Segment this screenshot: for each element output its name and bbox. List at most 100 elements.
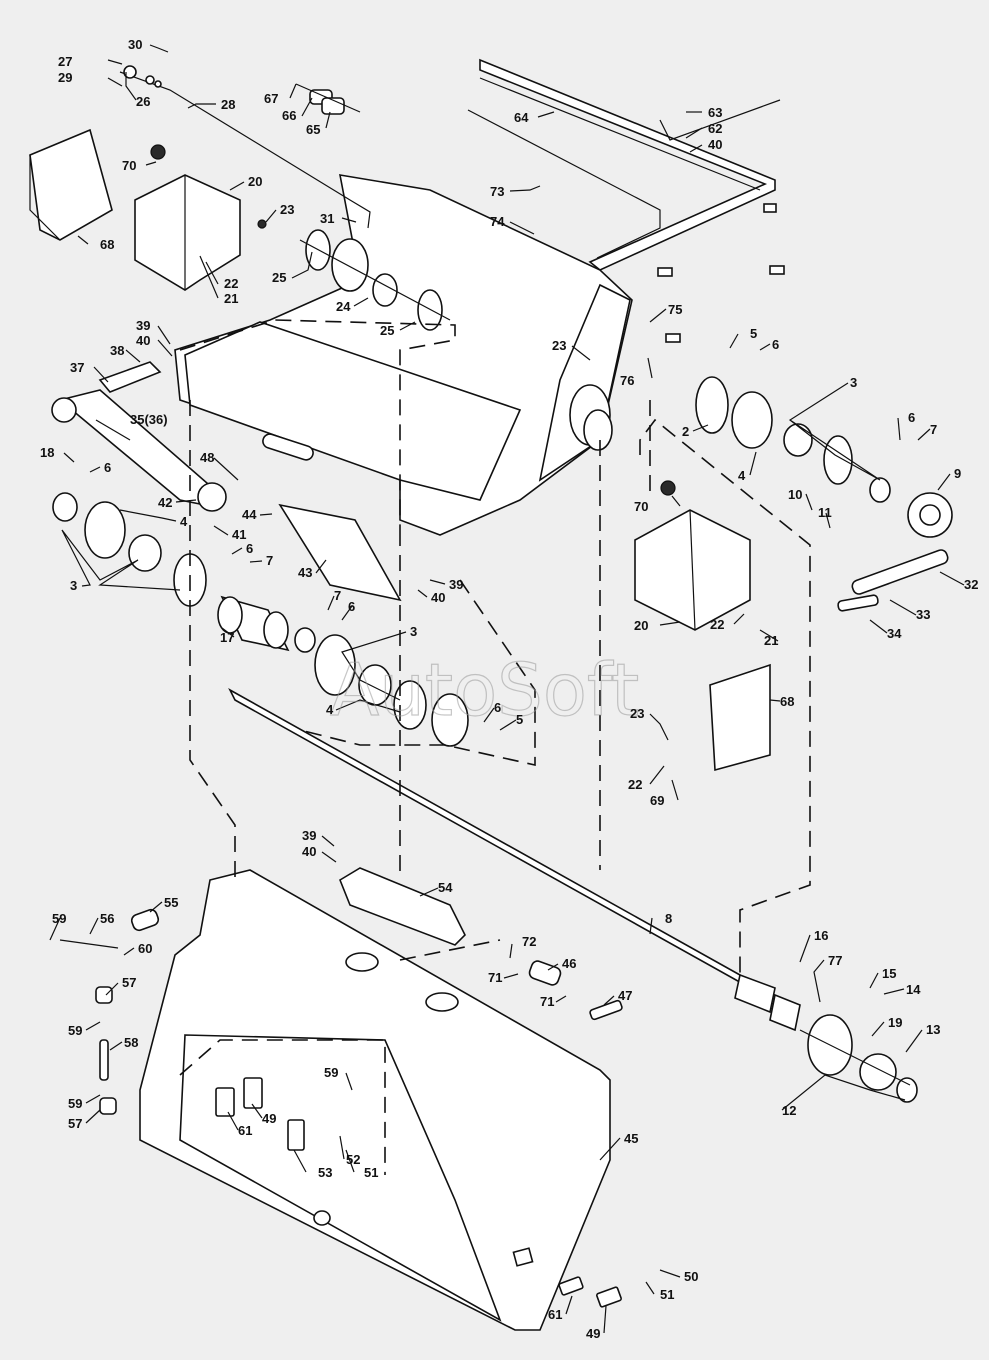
callout-label: 50 [684, 1269, 698, 1284]
callout-label: 16 [814, 928, 828, 943]
callout-label: 65 [306, 122, 320, 137]
bracket-54 [339, 867, 466, 946]
lower-housing [139, 869, 611, 1331]
hub-assembly-lower [799, 1014, 918, 1103]
callout-label: 61 [548, 1307, 562, 1322]
callout-label: 3 [70, 578, 77, 593]
callout-label: 74 [490, 214, 505, 229]
callout-label: 76 [620, 373, 634, 388]
callout-label: 4 [326, 702, 334, 717]
callout-label: 61 [238, 1123, 252, 1138]
callout-label: 13 [926, 1022, 940, 1037]
callout-label: 22 [710, 617, 724, 632]
callout-label: 60 [138, 941, 152, 956]
callout-label: 31 [320, 211, 334, 226]
callout-label: 52 [346, 1152, 360, 1167]
callout-label: 30 [128, 37, 142, 52]
callout-label: 57 [122, 975, 136, 990]
chain-32 [837, 549, 949, 612]
callout-label: 14 [906, 982, 921, 997]
callout-label: 32 [964, 577, 978, 592]
callout-label: 41 [232, 527, 246, 542]
callout-label: 70 [634, 499, 648, 514]
callout-label: 3 [850, 375, 857, 390]
callout-label: 26 [136, 94, 150, 109]
callout-label: 7 [266, 553, 273, 568]
guard-20-right [634, 480, 751, 631]
callout-label: 40 [431, 590, 445, 605]
callout-label: 6 [104, 460, 111, 475]
callout-label: 46 [562, 956, 576, 971]
callout-label: 39 [136, 318, 150, 333]
callout-label: 59 [52, 911, 66, 926]
callout-label: 25 [380, 323, 394, 338]
callout-label: 49 [262, 1111, 276, 1126]
callout-label: 22 [628, 777, 642, 792]
callout-label: 28 [221, 97, 235, 112]
callout-label: 25 [272, 270, 286, 285]
callout-label: 6 [908, 410, 915, 425]
callout-label: 22 [224, 276, 238, 291]
callout-label: 6 [348, 599, 355, 614]
callout-label: 40 [302, 844, 316, 859]
callout-label: 59 [68, 1023, 82, 1038]
callout-label: 51 [364, 1165, 378, 1180]
callout-label: 43 [298, 565, 312, 580]
callout-label: 9 [954, 466, 961, 481]
callout-label: 56 [100, 911, 114, 926]
callout-label: 68 [100, 237, 114, 252]
bearing-assembly-upper [299, 229, 451, 331]
callout-label: 71 [488, 970, 502, 985]
callout-label: 45 [624, 1131, 638, 1146]
watermark-text: AutoSoft [330, 648, 639, 732]
callout-label: 40 [708, 137, 722, 152]
callout-label: 59 [324, 1065, 338, 1080]
callout-labels: 30 27 29 26 28 67 66 65 64 63 62 40 70 2… [40, 37, 978, 1341]
callout-label: 6 [772, 337, 779, 352]
callout-label: 57 [68, 1116, 82, 1131]
callout-label: 75 [668, 302, 682, 317]
callout-label: 69 [650, 793, 664, 808]
upper-housing [174, 174, 633, 536]
callout-label: 35(36) [130, 412, 168, 427]
callout-label: 23 [280, 202, 294, 217]
callout-label: 77 [828, 953, 842, 968]
callout-label: 5 [516, 712, 523, 727]
cover-68-upper [29, 128, 113, 241]
clamp-assembly [295, 83, 361, 115]
callout-label: 64 [514, 110, 529, 125]
callout-label: 21 [224, 291, 238, 306]
callout-label: 63 [708, 105, 722, 120]
callout-label: 68 [780, 694, 794, 709]
callout-label: 39 [302, 828, 316, 843]
callout-label: 7 [334, 588, 341, 603]
callout-label: 8 [665, 911, 672, 926]
callout-label: 7 [930, 422, 937, 437]
roller-17 [217, 595, 290, 652]
callout-label: 11 [818, 505, 832, 520]
callout-label: 42 [158, 495, 172, 510]
callout-label: 37 [70, 360, 84, 375]
linkage-rod [119, 65, 371, 229]
callout-label: 12 [782, 1103, 796, 1118]
callout-label: 21 [764, 633, 778, 648]
cover-68-right [709, 663, 771, 772]
callout-label: 10 [788, 487, 802, 502]
callout-label: 20 [248, 174, 262, 189]
guard-20-upper [134, 144, 267, 291]
callout-label: 70 [122, 158, 136, 173]
callout-label: 40 [136, 333, 150, 348]
callout-label: 39 [449, 577, 463, 592]
callout-label: 48 [200, 450, 214, 465]
callout-label: 18 [40, 445, 54, 460]
callout-label: 33 [916, 607, 930, 622]
callout-label: 53 [318, 1165, 332, 1180]
callout-label: 59 [68, 1096, 82, 1111]
callout-label: 27 [58, 54, 72, 69]
callout-label: 58 [124, 1035, 138, 1050]
callout-label: 49 [586, 1326, 600, 1341]
callout-label: 71 [540, 994, 554, 1009]
callout-label: 38 [110, 343, 124, 358]
callout-label: 2 [682, 424, 689, 439]
